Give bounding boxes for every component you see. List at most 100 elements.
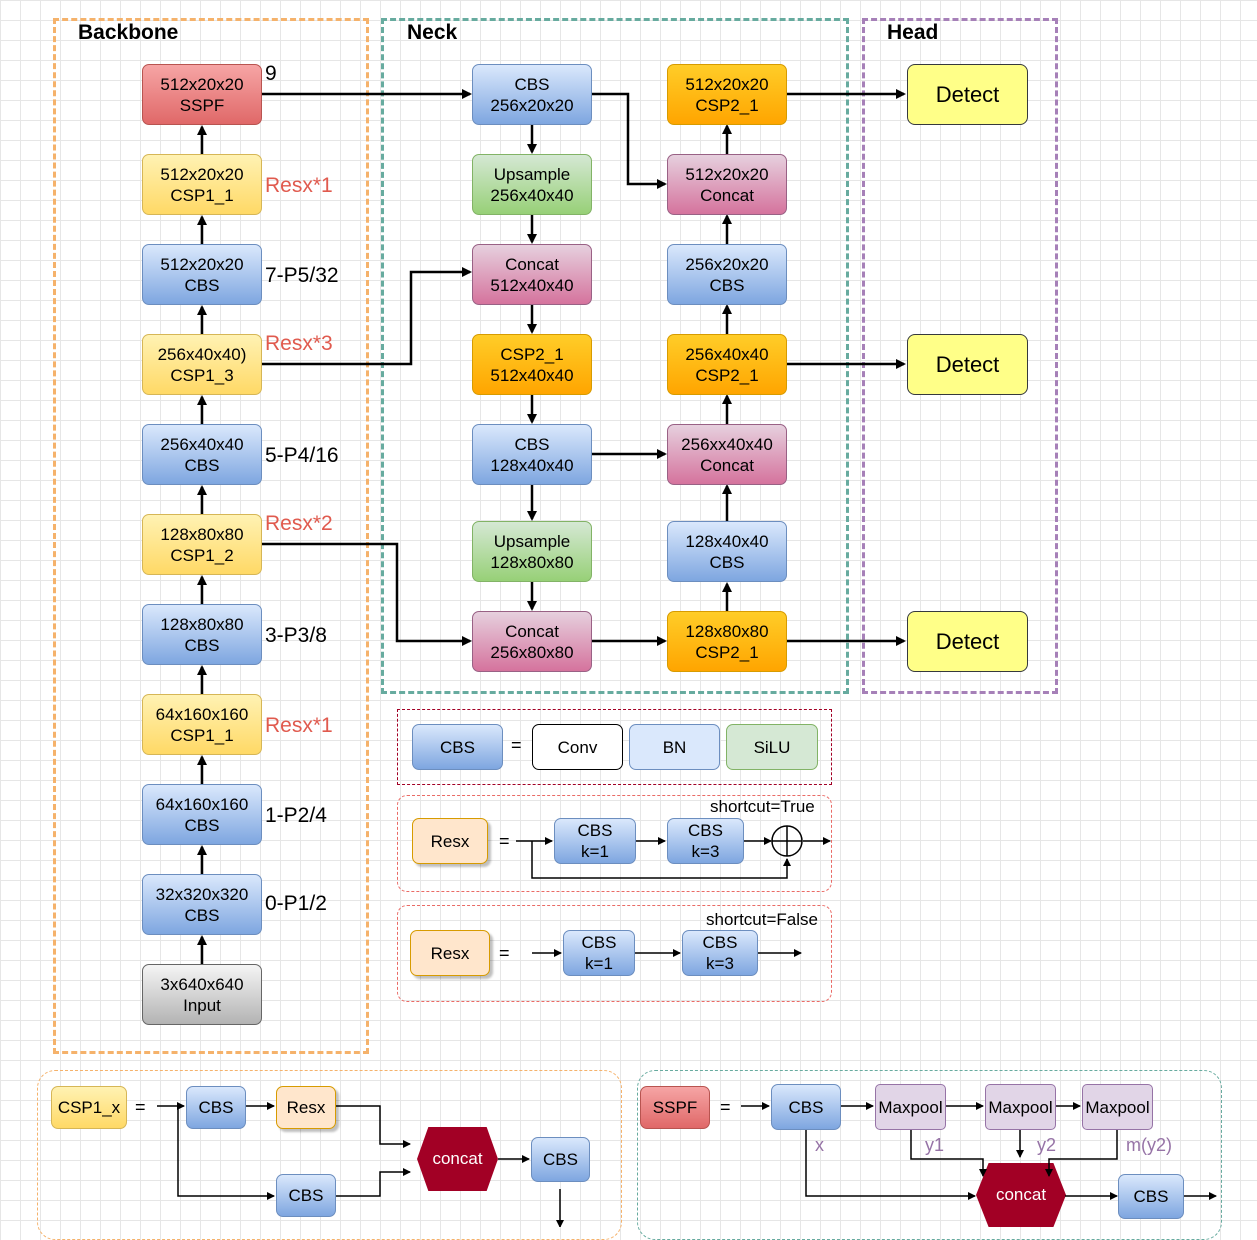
label-p4: 5-P4/16 <box>265 444 339 467</box>
csp1x-cbs-bottom[interactable]: CBS <box>276 1174 336 1217</box>
resx-shortcut-false-group <box>397 905 832 1002</box>
node-type: CSP2_1 <box>695 95 759 115</box>
sppf-cbs-out[interactable]: CBS <box>1118 1174 1184 1219</box>
legend-cbs-box[interactable]: CBS <box>412 724 503 770</box>
csp1x-cbs-out[interactable]: CBS <box>531 1137 590 1182</box>
sppf-maxpool-3[interactable]: Maxpool <box>1082 1084 1153 1130</box>
node-type: Concat <box>505 254 559 274</box>
sppf-equals: = <box>720 1097 731 1117</box>
node-shape: 3x640x640 <box>160 974 244 994</box>
label-p2: 1-P2/4 <box>265 804 327 827</box>
backbone-title: Backbone <box>78 21 179 44</box>
resx-false-box[interactable]: Resx <box>410 930 490 976</box>
node-type: Concat <box>700 455 754 475</box>
node-type: Upsample <box>493 531 571 551</box>
sppf-maxpool-2[interactable]: Maxpool <box>985 1084 1056 1130</box>
detect-node-large[interactable]: Detect <box>907 64 1028 125</box>
node-shape: 128x40x40 <box>490 455 574 475</box>
node-shape: 256xx40x40 <box>681 434 773 454</box>
head-group <box>862 18 1058 694</box>
csp1x-resx[interactable]: Resx <box>276 1086 336 1129</box>
node-shape: 128x80x80 <box>490 552 574 572</box>
node-shape: 512x20x20 <box>160 164 244 184</box>
legend-conv-box[interactable]: Conv <box>532 724 623 770</box>
node-shape: 256x40x40 <box>685 344 769 364</box>
csp1x-equals: = <box>135 1097 146 1117</box>
node-type: Concat <box>700 185 754 205</box>
node-shape: 32x320x320 <box>155 884 249 904</box>
csp1x-concat-node[interactable]: concat <box>417 1127 498 1191</box>
resx-false-cbs-k1[interactable]: CBS k=1 <box>563 930 635 976</box>
concat-label: concat <box>432 1149 483 1168</box>
sppf-label-y2: y2 <box>1037 1135 1057 1155</box>
node-shape: 512x40x40 <box>490 275 574 295</box>
node-type: CBS <box>709 552 745 572</box>
node-type: CBS <box>514 434 550 454</box>
node-shape: 128x40x40 <box>685 531 769 551</box>
csp1x-def-box[interactable]: CSP1_x <box>51 1086 127 1129</box>
legend-bn-box[interactable]: BN <box>629 724 720 770</box>
node-type: CSP2_1 <box>695 642 759 662</box>
node-type: CSP2_1 <box>695 365 759 385</box>
node-type: CBS <box>581 933 617 952</box>
node-type: CBS <box>702 933 738 952</box>
node-type: CSP1_1 <box>170 185 234 205</box>
sppf-def-box[interactable]: SSPF <box>640 1086 710 1129</box>
detect-node-small[interactable]: Detect <box>907 611 1028 672</box>
node-type: CSP2_1 <box>500 344 564 364</box>
legend-silu-box[interactable]: SiLU <box>726 724 818 770</box>
resx-shortcut-true-group <box>397 795 832 892</box>
node-shape: 128x80x80 <box>160 524 244 544</box>
csp1x-cbs-top[interactable]: CBS <box>186 1086 246 1129</box>
sppf-cbs-in[interactable]: CBS <box>771 1084 841 1130</box>
shortcut-false-label: shortcut=False <box>706 910 818 929</box>
resx-false-equals: = <box>499 943 510 963</box>
node-shape: 128x80x80 <box>160 614 244 634</box>
detect-node-medium[interactable]: Detect <box>907 334 1028 395</box>
backbone-csp1-3-node[interactable]: 256x40x40)CSP1_3 <box>142 334 262 395</box>
node-type: CBS <box>577 821 613 840</box>
kernel-size: k=1 <box>585 954 613 973</box>
node-shape: 256x40x40 <box>490 185 574 205</box>
sppf-concat-node[interactable]: concat <box>976 1163 1066 1227</box>
node-type: CBS <box>184 455 220 475</box>
node-shape: 256x20x20 <box>685 254 769 274</box>
node-shape: 256x20x20 <box>490 95 574 115</box>
label-resx-2: Resx*2 <box>265 512 333 535</box>
node-shape: 64x160x160 <box>155 704 249 724</box>
sppf-maxpool-1[interactable]: Maxpool <box>875 1084 946 1130</box>
resx-true-equals: = <box>499 831 510 851</box>
node-shape: 256x80x80 <box>490 642 574 662</box>
resx-true-box[interactable]: Resx <box>412 818 488 864</box>
node-type: SSPF <box>179 95 225 115</box>
node-type: CSP1_3 <box>170 365 234 385</box>
neck-title: Neck <box>407 21 458 44</box>
